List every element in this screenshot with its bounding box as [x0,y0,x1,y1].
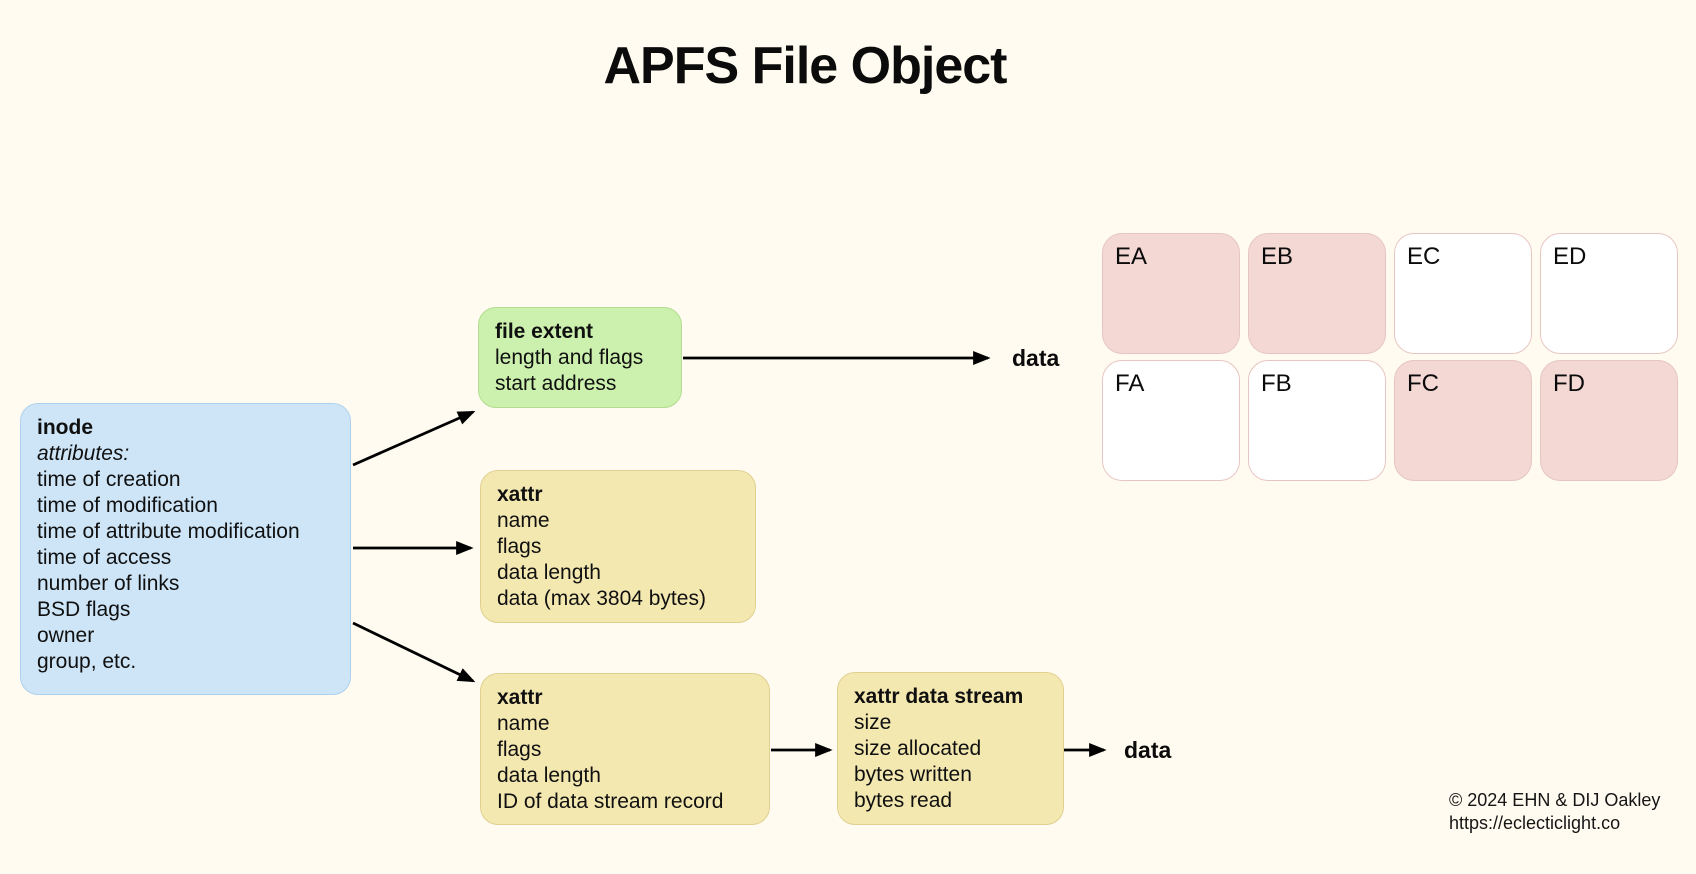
inode-box-title: inode [37,416,93,439]
inode-line: time of modification [37,494,218,517]
xattr-inline-box-title: xattr [497,483,543,506]
xattr-data-stream-line: size [854,711,892,734]
grid-cell-label: ED [1553,243,1587,270]
grid-cell-ed: ED [1540,233,1678,354]
grid-cell-ea: EA [1102,233,1240,354]
grid-cell-label: EC [1407,243,1441,270]
xattr-inline-line: data length [497,561,601,584]
inode-line: owner [37,624,95,647]
grid-cell-label: EA [1115,243,1148,270]
grid-cell-label: FC [1407,370,1439,397]
file-extent-line: length and flags [495,346,644,369]
xattr-record-line: flags [497,738,542,761]
xattr-record-box-title: xattr [497,686,543,709]
inode-box: inode attributes: time of creation time … [20,403,351,695]
file-extent-box-title: file extent [495,320,594,343]
grid-cell-fb: FB [1248,360,1386,481]
data-label-extent: data [1012,345,1060,371]
block-grid: EA EB EC ED FA FB FC FD [1102,233,1678,481]
file-extent-line: start address [495,372,617,395]
inode-attributes-label: attributes: [37,442,130,465]
xattr-inline-line: name [497,509,550,532]
xattr-data-stream-box-title: xattr data stream [854,685,1024,708]
inode-line: time of attribute modification [37,520,300,543]
xattr-data-stream-box: xattr data stream size size allocated by… [837,672,1064,825]
xattr-inline-line: flags [497,535,542,558]
grid-cell-fd: FD [1540,360,1678,481]
xattr-data-stream-line: bytes written [854,763,972,786]
xattr-record-line: name [497,712,550,735]
xattr-inline-line: data (max 3804 bytes) [497,587,706,610]
grid-cell-eb: EB [1248,233,1386,354]
footer: © 2024 EHN & DIJ Oakley https://eclectic… [1449,789,1660,835]
xattr-inline-box: xattr name flags data length data (max 3… [480,470,756,623]
grid-cell-fa: FA [1102,360,1240,481]
xattr-record-line: data length [497,764,601,787]
page-title: APFS File Object [603,37,1008,95]
grid-cell-fc: FC [1394,360,1532,481]
grid-cell-ec: EC [1394,233,1532,354]
grid-cell-label: FA [1115,370,1145,397]
inode-line: time of access [37,546,172,569]
grid-cell-label: EB [1261,243,1294,270]
xattr-data-stream-line: bytes read [854,789,953,812]
xattr-record-line: ID of data stream record [497,790,724,813]
data-label-stream: data [1124,737,1172,763]
xattr-record-box: xattr name flags data length ID of data … [480,673,770,825]
footer-url: https://eclecticlight.co [1449,813,1621,833]
file-extent-box: file extent length and flags start addre… [478,307,682,408]
inode-line: number of links [37,572,180,595]
grid-cell-label: FD [1553,370,1585,397]
arrow-inode-to-xattr-record [352,621,476,683]
inode-line: time of creation [37,468,181,491]
inode-line: group, etc. [37,650,137,673]
xattr-data-stream-line: size allocated [854,737,982,760]
arrow-inode-to-file-extent [352,410,476,467]
footer-copyright: © 2024 EHN & DIJ Oakley [1449,790,1661,810]
inode-line: BSD flags [37,598,131,621]
grid-cell-label: FB [1261,370,1292,397]
